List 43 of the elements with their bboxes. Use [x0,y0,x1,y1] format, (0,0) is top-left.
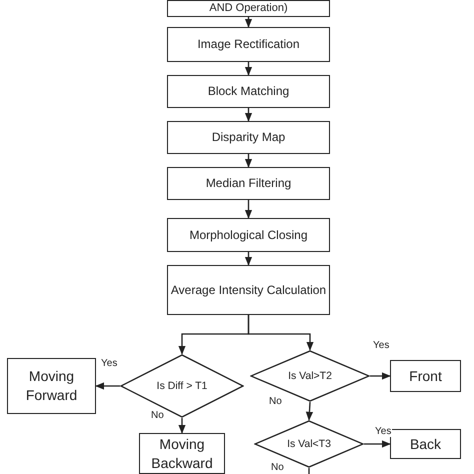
process-label: AND Operation) [209,2,288,15]
decision-text: Is Val<T3 [287,436,331,452]
process-label: Moving Backward [150,434,214,472]
process-label: Back [410,434,442,454]
process-box [167,167,330,200]
edge-label: No [268,396,283,407]
edge-label: Yes [372,340,390,351]
decision-text: Is Val>T2 [288,368,332,384]
process-box [167,27,330,62]
arrow [95,382,120,390]
edge-label: No [270,462,285,473]
process-box [167,75,330,108]
process-box [167,0,330,17]
process-box [139,433,225,474]
arrow [248,315,314,351]
process-label: Morphological Closing [189,226,308,244]
process-label: Average Intensity Calculation [170,282,326,298]
arrow [306,402,314,421]
arrow [178,418,186,434]
process-label: Block Matching [208,83,290,100]
process-box [167,218,330,252]
decision-text: Is Diff > T1 [156,378,208,394]
arrow [244,108,252,122]
edge-label: No [150,410,165,421]
process-box [167,121,330,154]
process-label: Moving Forward [24,367,78,405]
arrow [244,17,252,28]
process-box [167,265,330,315]
edge-label: Yes [374,426,392,437]
arrow [370,372,391,380]
arrow [364,440,391,448]
process-box [390,360,461,392]
process-box [390,429,461,459]
arrow [244,62,252,76]
arrow [244,200,252,219]
process-label: Image Rectification [197,36,300,53]
process-box [7,358,96,414]
arrow [244,154,252,168]
process-label: Front [409,366,442,386]
arrow [244,252,252,266]
edge-label: Yes [100,358,118,369]
process-label: Disparity Map [212,129,286,146]
process-label: Median Filtering [206,175,292,192]
